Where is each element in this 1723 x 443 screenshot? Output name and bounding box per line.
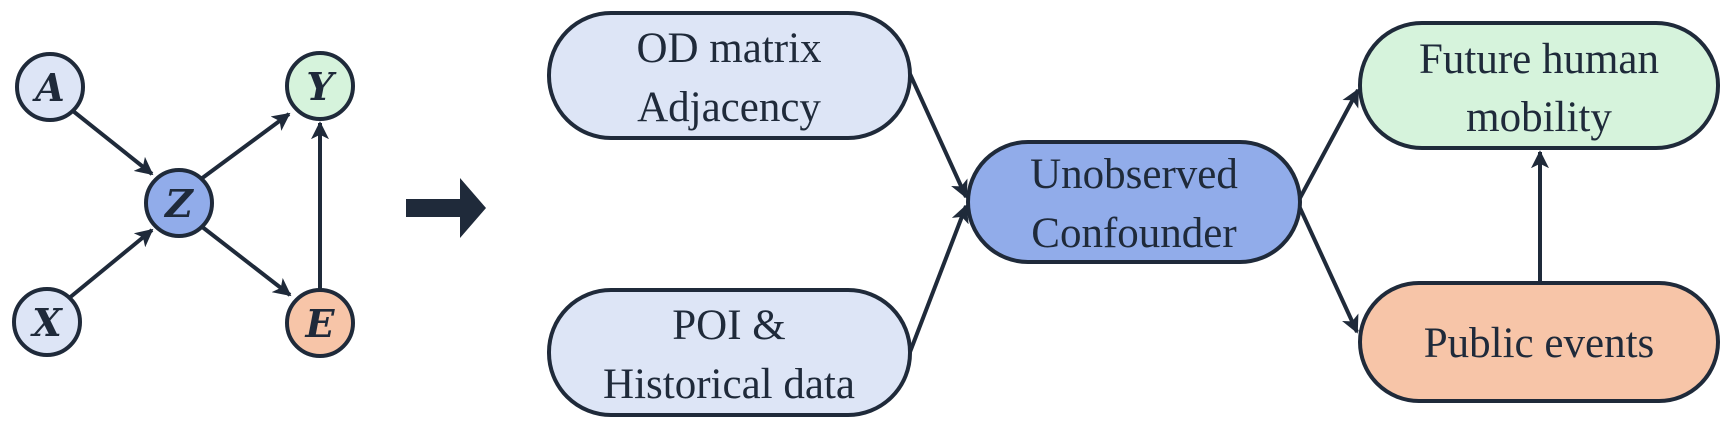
box-poi-historical: POI & Historical data bbox=[547, 288, 912, 417]
edge-confounder-mobility bbox=[1298, 88, 1360, 199]
box-od-matrix-line2: Adjacency bbox=[637, 84, 821, 131]
edge-a-z bbox=[66, 105, 154, 176]
box-od-matrix: OD matrix Adjacency bbox=[547, 11, 912, 140]
box-future-mobility: Future human mobility bbox=[1358, 21, 1720, 150]
box-future-mobility-shape bbox=[1358, 21, 1720, 150]
node-z-circle bbox=[144, 168, 214, 238]
edge-poi-confounder bbox=[908, 204, 969, 353]
causal-graph: A X Z Y E bbox=[12, 51, 355, 358]
node-z-label: Z bbox=[163, 181, 194, 226]
box-poi-historical-line1: POI & bbox=[672, 302, 785, 349]
node-y-label: Y bbox=[306, 64, 337, 109]
flow-edges bbox=[908, 73, 1549, 353]
box-future-mobility-line2: mobility bbox=[1466, 94, 1612, 141]
box-unobserved-confounder-line1: Unobserved bbox=[1030, 151, 1238, 198]
right-arrow-icon bbox=[406, 178, 486, 238]
node-a: A bbox=[15, 52, 85, 122]
box-poi-historical-line2: Historical data bbox=[603, 361, 855, 408]
box-od-matrix-shape bbox=[547, 11, 912, 140]
edge-z-y bbox=[199, 112, 291, 181]
node-z: Z bbox=[144, 168, 214, 238]
node-e: E bbox=[285, 288, 355, 358]
node-x-circle bbox=[12, 287, 82, 357]
edge-x-z bbox=[66, 228, 154, 301]
box-unobserved-confounder-shape bbox=[966, 140, 1302, 264]
box-future-mobility-line1: Future human bbox=[1419, 36, 1659, 83]
box-od-matrix-line1: OD matrix bbox=[636, 25, 821, 72]
node-a-circle bbox=[15, 52, 85, 122]
node-y-circle bbox=[285, 51, 355, 121]
box-unobserved-confounder-line2: Confounder bbox=[1031, 210, 1236, 257]
node-e-circle bbox=[285, 288, 355, 358]
box-unobserved-confounder: Unobserved Confounder bbox=[966, 140, 1302, 264]
node-a-label: A bbox=[32, 65, 64, 110]
node-x-label: X bbox=[30, 300, 63, 345]
box-public-events-line1: Public events bbox=[1424, 320, 1655, 367]
box-public-events-shape bbox=[1358, 281, 1720, 403]
edge-od-confounder bbox=[908, 73, 968, 199]
edge-z-e bbox=[199, 224, 292, 297]
box-poi-historical-shape bbox=[547, 288, 912, 417]
node-e-label: E bbox=[305, 301, 336, 346]
edge-confounder-events bbox=[1298, 207, 1359, 334]
box-public-events: Public events bbox=[1358, 281, 1720, 403]
node-y: Y bbox=[285, 51, 355, 121]
node-x: X bbox=[12, 287, 82, 357]
